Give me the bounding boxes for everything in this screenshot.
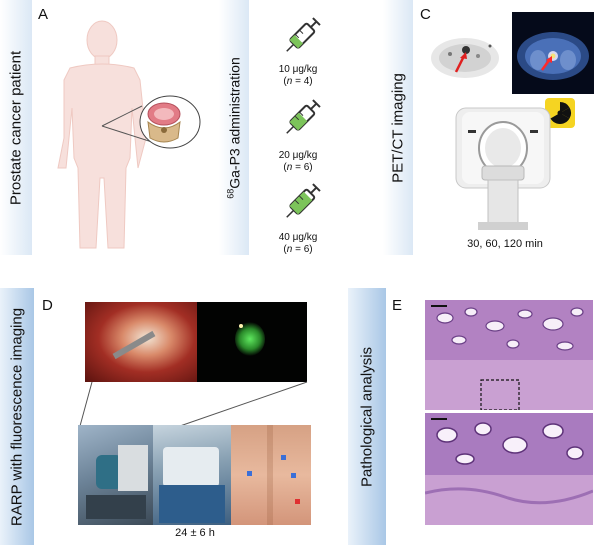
dose-20-label: 20 μg/kg (n = 6) xyxy=(258,150,338,174)
fluorescence-view-image xyxy=(197,302,307,382)
isotope-superscript: 68 xyxy=(225,188,236,199)
surgical-view-image xyxy=(85,302,197,382)
panel-c-title: PET/CT imaging xyxy=(389,72,407,183)
operating-room-console-image xyxy=(78,425,153,525)
dose-40-label: 40 μg/kg (n = 6) xyxy=(258,232,338,256)
syringe-icon-mid xyxy=(286,99,321,134)
panel-e-letter: E xyxy=(392,297,403,314)
port-placement-image xyxy=(231,425,311,525)
radiation-icon xyxy=(545,98,575,128)
surgery-timing: 24 ± 6 h xyxy=(175,527,215,539)
syringe-icon-high xyxy=(286,183,321,218)
syringe-icon-low xyxy=(286,17,321,52)
pet-ct-fusion-image xyxy=(512,12,594,94)
panel-a-title-band: Prostate cancer patient xyxy=(0,0,32,255)
dose-amount: 20 μg/kg xyxy=(278,150,318,161)
he-histology-low-mag xyxy=(425,300,593,410)
pet-scan-image xyxy=(420,20,510,90)
dose-amount: 40 μg/kg xyxy=(278,232,318,243)
panel-e-title: Pathological analysis xyxy=(358,346,376,487)
human-body-illustration xyxy=(57,20,201,249)
panel-a-title: Prostate cancer patient xyxy=(7,50,25,205)
pet-ct-timepoints: 30, 60, 120 min xyxy=(467,238,543,250)
dose-10-label: 10 μg/kg (n = 4) xyxy=(258,64,338,88)
panel-d-letter: D xyxy=(42,297,53,314)
dose-amount: 10 μg/kg xyxy=(278,64,318,75)
panel-c-letter: C xyxy=(420,6,431,23)
pet-ct-scanner-illustration xyxy=(455,107,551,230)
he-histology-high-mag xyxy=(425,413,593,525)
panel-d-title: RARP with fluorescence imaging xyxy=(8,307,26,526)
panel-b-title-band: 68Ga-P3 administration xyxy=(219,0,249,255)
panel-d-title-band: RARP with fluorescence imaging xyxy=(0,288,34,545)
panel-c-title-band: PET/CT imaging xyxy=(383,0,413,255)
prostate-closeup xyxy=(139,95,201,149)
panel-b-title: 68Ga-P3 administration xyxy=(226,57,243,199)
robotic-system-image xyxy=(153,425,231,525)
panel-e-title-band: Pathological analysis xyxy=(348,288,386,545)
zoom-connector-lines xyxy=(79,381,308,427)
panel-b-title-text: Ga-P3 administration xyxy=(226,56,243,189)
panel-a-letter: A xyxy=(38,6,49,23)
